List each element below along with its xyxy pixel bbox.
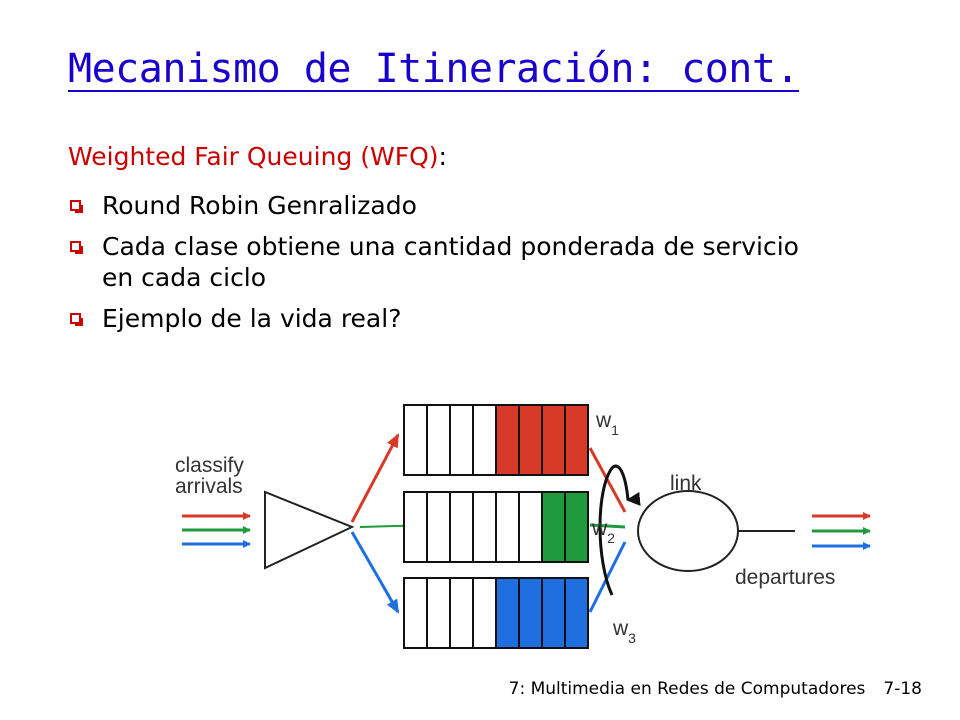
bullet-text: Ejemplo de la vida real?	[102, 304, 402, 333]
queue-empty-slot	[426, 491, 451, 563]
queue-packet	[495, 404, 520, 476]
queue-empty-slot	[403, 491, 428, 563]
queue-packet	[541, 491, 566, 563]
bullet-item: Ejemplo de la vida real?	[70, 303, 830, 334]
classify-arrow-blue	[350, 531, 400, 614]
queue-packet	[495, 577, 520, 649]
weight-w-2: w	[591, 517, 608, 540]
queue-empty-slot	[495, 491, 520, 563]
weight-sub-3: 3	[628, 630, 636, 646]
square-bullet-icon	[70, 241, 83, 254]
queue-empty-slot	[426, 404, 451, 476]
queue-empty-slot	[472, 404, 497, 476]
subtitle-highlight: Weighted Fair Queuing (WFQ)	[68, 142, 439, 171]
bullet-item: Cada clase obtiene una cantidad ponderad…	[70, 231, 830, 293]
queue-empty-slot	[518, 491, 543, 563]
queue-red	[403, 404, 589, 476]
weight-label-1: w1	[595, 409, 619, 438]
queue-green	[403, 491, 589, 563]
queue-packet	[541, 404, 566, 476]
weight-sub-2: 2	[607, 530, 615, 546]
queue-empty-slot	[449, 491, 474, 563]
round-robin-arrow-icon	[598, 464, 641, 596]
weight-w-1: w	[595, 409, 612, 432]
bullet-text: Cada clase obtiene una cantidad ponderad…	[102, 232, 799, 292]
bullet-item: Round Robin Genralizado	[70, 190, 830, 221]
link-label: link	[670, 472, 702, 495]
queue-packet	[518, 404, 543, 476]
queue-packet	[564, 491, 589, 563]
subtitle: Weighted Fair Queuing (WFQ):	[68, 142, 447, 171]
queue-empty-slot	[426, 577, 451, 649]
weight-w-3: w	[612, 617, 629, 640]
queue-empty-slot	[403, 404, 428, 476]
queue-empty-slot	[472, 491, 497, 563]
slide-number: 7-18	[883, 679, 922, 699]
footer-text: 7: Multimedia en Redes de Computadores	[508, 679, 866, 699]
square-bullet-icon	[70, 200, 83, 213]
queue-packet	[564, 577, 589, 649]
square-bullet-icon	[70, 313, 83, 326]
weight-label-2: w2	[591, 517, 615, 546]
classify-label-line1: classify	[175, 454, 244, 477]
weight-sub-1: 1	[611, 422, 619, 438]
queue-out-blue	[588, 541, 627, 613]
queue-empty-slot	[449, 577, 474, 649]
bullet-text: Round Robin Genralizado	[102, 191, 417, 220]
slide-title: Mecanismo de Itineración: cont.	[68, 46, 800, 92]
footer: 7: Multimedia en Redes de Computadores 7-…	[509, 679, 922, 699]
queue-packet	[564, 404, 589, 476]
classifier-triangle	[264, 490, 355, 570]
weight-label-3: w3	[612, 617, 636, 646]
departures-label: departures	[735, 566, 835, 589]
subtitle-suffix: :	[438, 142, 447, 171]
queue-packet	[541, 577, 566, 649]
queue-empty-slot	[472, 577, 497, 649]
queue-empty-slot	[403, 577, 428, 649]
queue-packet	[518, 577, 543, 649]
classify-label-line2: arrivals	[175, 475, 243, 498]
bullet-list: Round Robin Genralizado Cada clase obtie…	[70, 190, 830, 344]
queue-blue	[403, 577, 589, 649]
link-server-circle	[637, 490, 739, 572]
classify-arrow-red	[350, 433, 400, 523]
queue-out-green	[589, 523, 626, 529]
queue-empty-slot	[449, 404, 474, 476]
